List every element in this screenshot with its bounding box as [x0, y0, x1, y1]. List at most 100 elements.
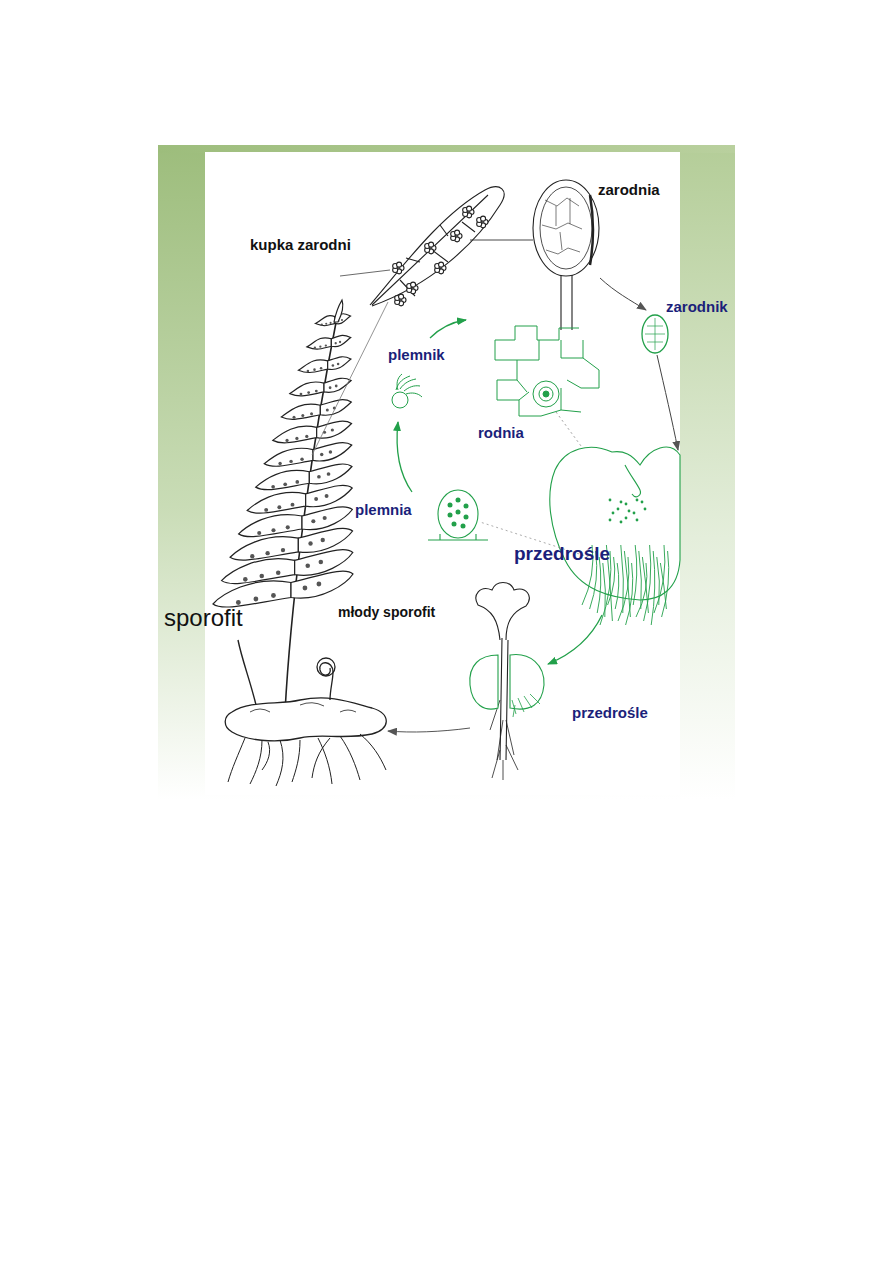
pinna: [331, 335, 350, 346]
rhizome: [225, 658, 386, 786]
pinna: [222, 559, 295, 584]
sorus-dot: [329, 450, 332, 453]
green-frame: [158, 145, 735, 800]
archegonium: [495, 326, 599, 416]
dot: [628, 510, 631, 513]
sporangium-dot: [481, 216, 486, 221]
fern-frond: [213, 300, 353, 712]
sorus-dot: [320, 367, 323, 370]
sorus-dot: [295, 437, 298, 440]
notch: [625, 465, 640, 497]
sorus-dot: [335, 385, 338, 388]
part-label: przedrośle: [514, 544, 610, 565]
sorus-dot: [264, 508, 268, 512]
sorus-dot: [332, 364, 335, 367]
sporangium-dot: [397, 262, 402, 267]
leaf-outline: [370, 187, 504, 306]
old-stipe: [238, 640, 256, 705]
part-label: przedrośle: [572, 705, 648, 722]
sorus-dot: [305, 435, 308, 438]
sorus-dot: [337, 363, 340, 366]
dot: [617, 508, 620, 511]
sorus-dot: [330, 322, 332, 324]
sorus-dot: [319, 346, 321, 348]
sorus-dot: [311, 519, 315, 523]
rhizome-body: [225, 698, 386, 741]
arrow: [430, 320, 466, 338]
sorus-dot: [326, 409, 329, 412]
sorus-dot: [307, 370, 310, 373]
rhizoid: [615, 563, 619, 609]
sorus-dot: [339, 341, 341, 343]
sorus-dot: [301, 414, 304, 417]
sorus-dot: [307, 391, 310, 394]
arrow: [388, 728, 470, 732]
rhizoid: [626, 563, 633, 625]
sorus-dot: [321, 324, 323, 326]
sorus-dot: [329, 386, 332, 389]
sorus-dot: [250, 554, 254, 558]
leader-line: [470, 240, 533, 241]
spore: [642, 315, 668, 353]
sorus-dot: [320, 453, 323, 456]
part-label: młody sporofit: [338, 605, 435, 620]
dot: [609, 519, 612, 522]
sorus-dot: [278, 462, 281, 465]
pinna: [239, 515, 302, 537]
pinna: [295, 550, 353, 576]
leader-line: [340, 270, 390, 276]
sorus-dot: [323, 516, 327, 520]
sorus-dot: [257, 531, 261, 535]
sporangium: [533, 180, 599, 330]
sorus-dot: [277, 505, 281, 509]
sorus-dot: [319, 560, 324, 565]
spore-mass: [542, 198, 582, 254]
dot: [625, 517, 628, 520]
sorus-dot: [289, 460, 292, 463]
arrow: [600, 278, 646, 310]
part-label: plemnik: [388, 347, 445, 364]
pinna: [256, 470, 310, 489]
pinna: [264, 448, 313, 466]
sorus-dot: [335, 342, 337, 344]
pinna: [313, 443, 352, 461]
pinna: [302, 507, 352, 530]
sorus-dot: [291, 503, 295, 507]
sorus-dot: [303, 586, 308, 591]
frame-ground: [158, 145, 735, 800]
rhizoid: [633, 545, 637, 605]
sorus-dot: [300, 393, 303, 396]
frond-tip: [334, 300, 343, 322]
sorus-dot: [285, 439, 288, 442]
sorus-dot: [321, 538, 325, 542]
pinna: [298, 360, 327, 373]
sorus-dot: [315, 390, 318, 393]
pinna: [306, 485, 353, 506]
sorus-dot: [314, 497, 318, 501]
part-label: plemnia: [355, 502, 412, 519]
sorus-dot: [317, 475, 321, 479]
dot: [644, 508, 647, 511]
leaf-veins: [372, 195, 488, 305]
dot: [636, 519, 639, 522]
sporangium-dot: [439, 262, 444, 267]
pinna: [309, 464, 352, 484]
young-stem: [500, 638, 508, 760]
annulus: [590, 195, 593, 265]
sorus-dot: [308, 541, 312, 545]
young-leaf: [476, 583, 529, 641]
sorus-dot: [325, 494, 329, 498]
dot: [612, 512, 615, 515]
sorus-dot: [276, 570, 281, 575]
sporangium-stalk: [561, 275, 572, 330]
sorus-dot: [300, 457, 303, 460]
sorus-dot: [341, 319, 343, 321]
pinna: [307, 338, 331, 349]
fiddlehead-coil: [317, 658, 335, 676]
pinna: [328, 357, 351, 370]
sporangium-dot: [411, 282, 416, 287]
rhizoid: [621, 545, 624, 613]
pinna: [247, 492, 305, 513]
